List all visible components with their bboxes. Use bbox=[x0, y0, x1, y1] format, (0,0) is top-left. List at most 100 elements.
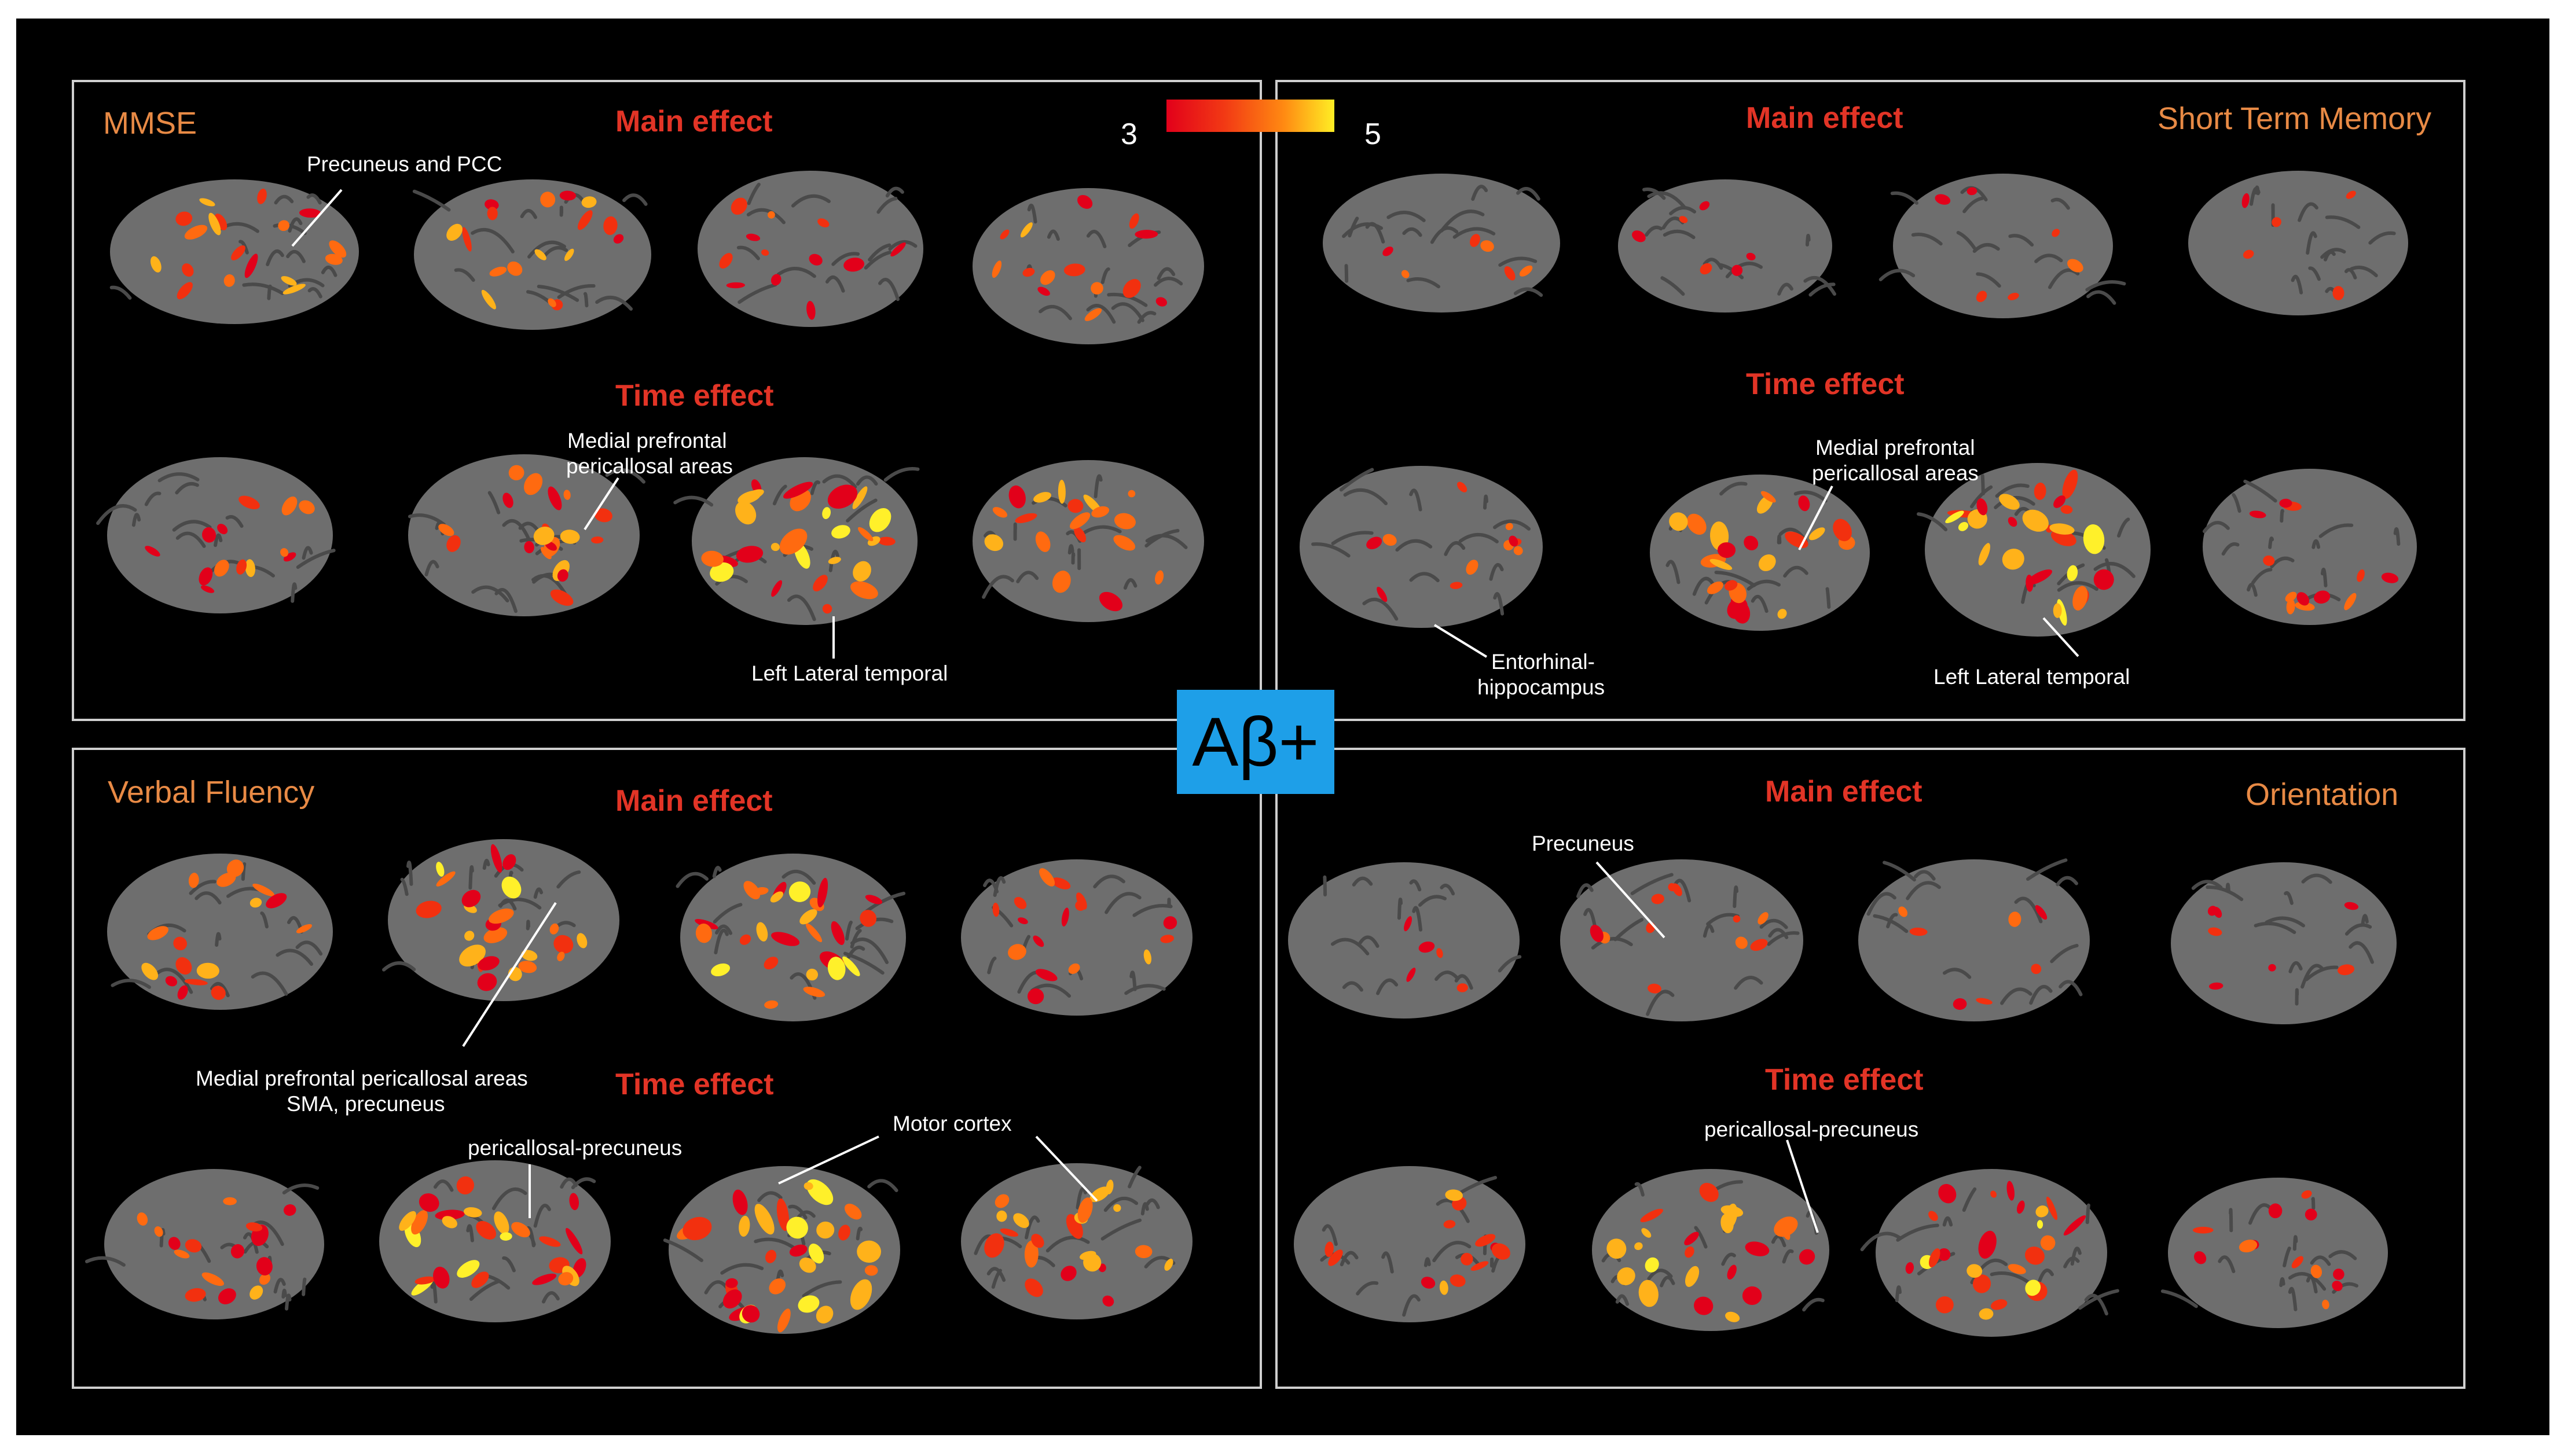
sulcus-line bbox=[982, 575, 1014, 599]
colorbar-min-label: 3 bbox=[1121, 117, 1138, 151]
leader-line-precuneus-pcc bbox=[291, 189, 343, 247]
activation-cluster bbox=[2268, 964, 2276, 972]
activation-cluster bbox=[769, 1278, 786, 1295]
sulcus-line bbox=[1942, 1216, 1953, 1227]
activation-cluster bbox=[201, 1272, 224, 1286]
sulcus-line bbox=[2320, 568, 2328, 587]
sulcus-line bbox=[307, 287, 322, 299]
sulcus-line bbox=[1483, 494, 1488, 510]
sulcus-line bbox=[1025, 1215, 1040, 1240]
sulcus-line bbox=[144, 491, 162, 506]
brain-surface-11 bbox=[1878, 174, 2126, 318]
activation-cluster bbox=[1113, 1204, 1121, 1212]
activation-cluster bbox=[137, 1212, 148, 1226]
sulcus-line bbox=[1906, 881, 1941, 900]
activation-cluster bbox=[1014, 896, 1027, 909]
sulcus-line bbox=[1808, 282, 1836, 297]
sulcus-line bbox=[1105, 892, 1142, 914]
sulcus-line bbox=[788, 1204, 808, 1220]
sulcus-line bbox=[713, 903, 743, 924]
sulcus-line bbox=[1397, 898, 1403, 920]
activation-cluster bbox=[1709, 558, 1733, 570]
activation-cluster bbox=[2207, 906, 2217, 916]
sulcus-line bbox=[175, 531, 206, 548]
activation-cluster bbox=[1777, 609, 1787, 619]
sulcus-line bbox=[195, 891, 222, 905]
label-motor-cortex: Motor cortex bbox=[893, 1112, 1012, 1135]
activation-cluster bbox=[1033, 492, 1051, 503]
brain-surface-14 bbox=[1650, 475, 1870, 631]
sulcus-line bbox=[1409, 879, 1422, 892]
activation-cluster bbox=[786, 1216, 808, 1239]
sulcus-line bbox=[2218, 1255, 2236, 1273]
activation-cluster bbox=[533, 526, 555, 545]
activation-cluster bbox=[1799, 1249, 1815, 1265]
sulcus-line bbox=[557, 284, 596, 299]
sulcus-line bbox=[856, 1226, 863, 1241]
leader-line-motor-right bbox=[1035, 1135, 1098, 1202]
activation-cluster bbox=[2008, 517, 2017, 527]
activation-cluster bbox=[147, 926, 168, 940]
sulcus-line bbox=[302, 1277, 307, 1296]
activation-cluster bbox=[2037, 1220, 2043, 1229]
activation-cluster bbox=[1366, 536, 1382, 550]
sulcus-line bbox=[1344, 264, 1349, 283]
activation-cluster bbox=[2024, 1247, 2045, 1265]
activation-cluster bbox=[1070, 512, 1091, 530]
activation-cluster bbox=[416, 900, 442, 918]
activation-cluster bbox=[722, 1289, 742, 1309]
activation-cluster bbox=[175, 211, 193, 226]
time-effect-heading-mmse: Time effect bbox=[615, 379, 774, 413]
sulcus-line bbox=[1362, 597, 1399, 621]
brain-surface-24 bbox=[2171, 862, 2397, 1024]
sulcus-line bbox=[883, 467, 920, 482]
activation-cluster bbox=[2291, 1256, 2303, 1269]
brain-surface-1 bbox=[109, 179, 359, 324]
activation-cluster bbox=[208, 212, 221, 236]
sulcus-line bbox=[1714, 571, 1756, 587]
activation-cluster bbox=[603, 216, 618, 236]
sulcus-line bbox=[1825, 587, 1831, 609]
sulcus-line bbox=[2288, 1286, 2298, 1311]
sulcus-line bbox=[1123, 578, 1138, 590]
sulcus-line bbox=[1154, 277, 1183, 287]
cortex-shape bbox=[1893, 174, 2113, 318]
sulcus-line bbox=[406, 861, 413, 886]
activation-cluster bbox=[2332, 286, 2344, 300]
sulcus-line bbox=[2026, 858, 2068, 881]
panel-title-verbal-fluency: Verbal Fluency bbox=[108, 775, 315, 810]
sulcus-line bbox=[1914, 870, 1936, 881]
activation-cluster bbox=[1509, 535, 1518, 547]
sulcus-line bbox=[1719, 481, 1748, 496]
activation-cluster bbox=[1978, 543, 1990, 566]
sulcus-line bbox=[1124, 984, 1166, 995]
sulcus-line bbox=[1086, 304, 1116, 324]
sulcus-line bbox=[1759, 918, 1788, 929]
activation-cluster bbox=[1421, 1277, 1436, 1289]
sulcus-line bbox=[878, 278, 900, 302]
sulcus-line bbox=[1782, 1249, 1794, 1264]
sulcus-line bbox=[2093, 562, 2136, 578]
activation-cluster bbox=[521, 950, 538, 961]
sulcus-line bbox=[822, 474, 857, 489]
label-mmse-mpfc-line1: Medial prefrontal bbox=[567, 429, 727, 453]
leader-line-motor-left bbox=[778, 1135, 879, 1185]
panel-orientation bbox=[1275, 748, 2465, 1389]
panel-verbal-fluency bbox=[72, 748, 1262, 1389]
sulcus-line bbox=[1343, 488, 1388, 506]
activation-cluster bbox=[150, 256, 162, 273]
activation-cluster bbox=[1015, 513, 1037, 523]
sulcus-line bbox=[109, 285, 132, 300]
activation-cluster bbox=[853, 561, 871, 582]
activation-cluster bbox=[1068, 963, 1080, 974]
activation-cluster bbox=[1076, 892, 1087, 910]
activation-cluster bbox=[1406, 968, 1416, 982]
sulcus-line bbox=[296, 549, 336, 569]
sulcus-line bbox=[543, 246, 568, 258]
sulcus-line bbox=[1669, 205, 1697, 215]
sulcus-line bbox=[787, 594, 816, 622]
sulcus-line bbox=[412, 189, 451, 212]
sulcus-line bbox=[1423, 1257, 1431, 1267]
activation-cluster bbox=[2083, 524, 2105, 554]
activation-cluster bbox=[500, 1232, 512, 1241]
